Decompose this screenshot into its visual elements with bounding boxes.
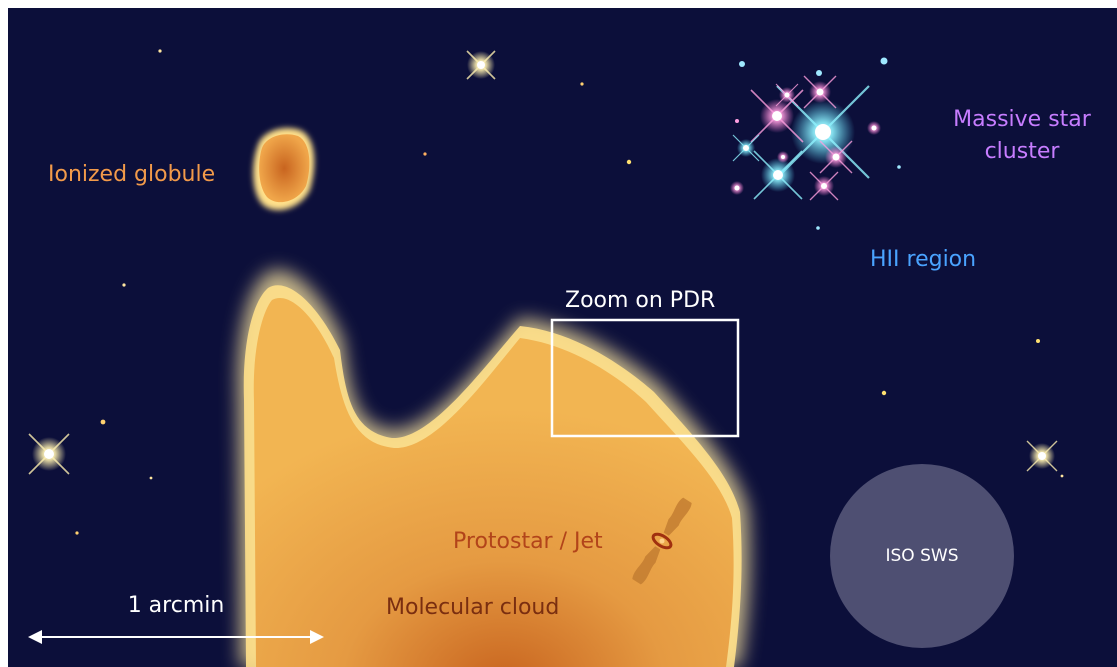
star	[580, 82, 584, 86]
ionized-globule-label: Ionized globule	[48, 162, 215, 187]
zoom-box	[550, 318, 740, 438]
star	[1036, 339, 1040, 343]
background-stars	[75, 49, 1064, 535]
double-arrow-icon	[28, 630, 324, 644]
star	[75, 531, 79, 535]
bright-star	[1026, 440, 1058, 472]
star	[897, 165, 901, 169]
star	[149, 476, 153, 480]
ionized-globule	[253, 127, 315, 211]
star	[423, 152, 427, 156]
massive-star-cluster-label-line2: cluster	[985, 139, 1061, 164]
protostar-jet-icon	[632, 497, 692, 585]
iso-sws-disk	[830, 464, 1014, 648]
star	[626, 159, 632, 165]
protostar-jet-label: Protostar / Jet	[453, 529, 603, 554]
star	[122, 283, 126, 287]
massive-star-cluster-label-line1: Massive star	[953, 107, 1092, 132]
star	[158, 49, 162, 53]
zoom-on-pdr-label: Zoom on PDR	[565, 288, 715, 313]
molecular-cloud-label: Molecular cloud	[386, 595, 559, 620]
star	[881, 390, 887, 396]
bright-star	[28, 433, 70, 475]
star-cluster-icon	[730, 57, 888, 201]
iso-sws-label: ISO SWS	[886, 546, 959, 566]
star	[1060, 474, 1064, 478]
bright-star	[466, 50, 496, 80]
hii-region-label: HII region	[870, 247, 976, 272]
molecular-cloud	[237, 269, 750, 667]
scale-bar-label: 1 arcmin	[128, 593, 225, 618]
star	[816, 226, 820, 230]
star	[100, 419, 106, 425]
